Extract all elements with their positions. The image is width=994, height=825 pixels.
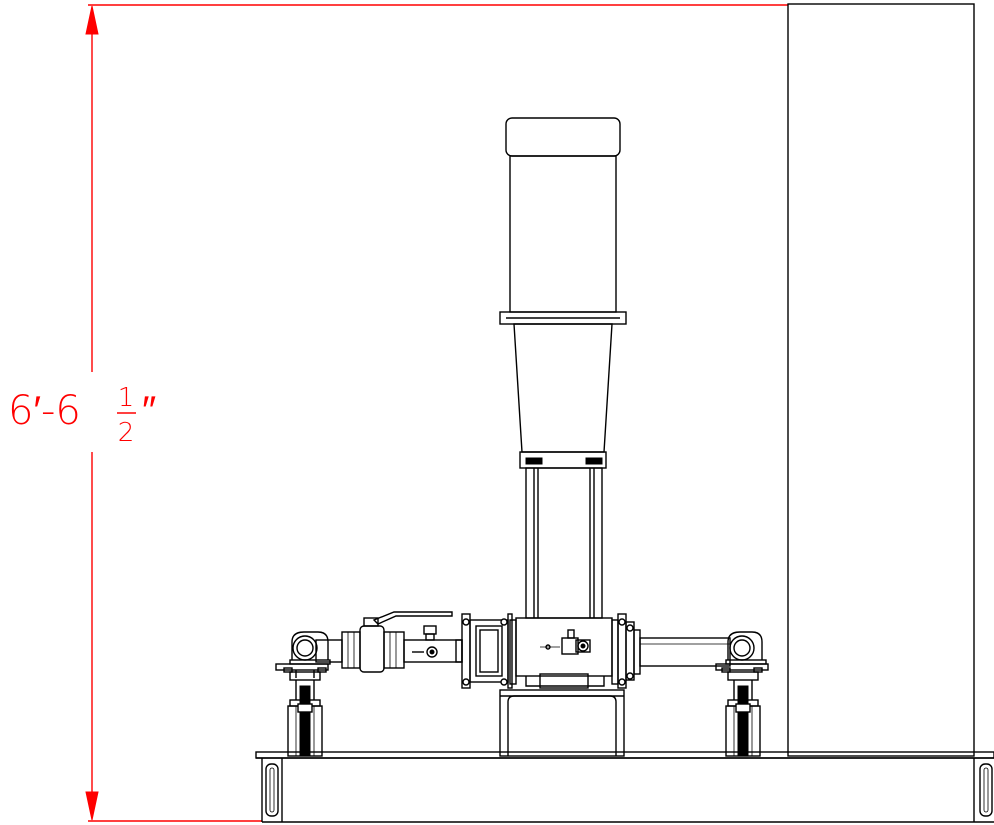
pump-stack-column bbox=[525, 467, 603, 619]
overall-height-dimension: 6′-6 1 2 ″ bbox=[8, 4, 788, 822]
channel-end-left bbox=[265, 763, 279, 817]
base-skid-frame bbox=[255, 751, 994, 823]
suction-piping bbox=[403, 625, 463, 663]
pump-support-channel bbox=[499, 689, 625, 757]
discharge-elbow-right bbox=[715, 631, 769, 757]
control-panel-enclosure bbox=[787, 3, 975, 757]
channel-end-right bbox=[979, 763, 993, 817]
support-plate-left bbox=[275, 663, 329, 671]
pump-housing bbox=[509, 617, 619, 689]
motor-top-cap bbox=[505, 117, 621, 157]
discharge-flange-assembly bbox=[617, 613, 641, 689]
pump-motor bbox=[499, 117, 627, 325]
ball-valve bbox=[341, 611, 453, 673]
dimension-value-whole: 6′-6 bbox=[8, 388, 81, 434]
base-plate bbox=[255, 751, 994, 759]
sensor-dial-icon bbox=[577, 640, 589, 652]
motor-body bbox=[509, 155, 617, 313]
motor-adapter-bracket bbox=[513, 323, 613, 469]
support-plate-right bbox=[715, 663, 769, 671]
dimension-arrow-up-icon bbox=[85, 5, 99, 35]
dimension-fraction-denominator: 2 bbox=[118, 418, 135, 448]
drain-valve bbox=[423, 625, 437, 635]
suction-elbow-left bbox=[275, 631, 343, 757]
dimension-fraction-numerator: 1 bbox=[118, 383, 135, 413]
valve-handle-icon bbox=[372, 611, 453, 625]
discharge-pipe bbox=[639, 637, 731, 667]
dimension-inch-mark: ″ bbox=[142, 388, 156, 434]
dimension-arrow-down-icon bbox=[85, 791, 99, 821]
check-valve bbox=[461, 613, 513, 689]
